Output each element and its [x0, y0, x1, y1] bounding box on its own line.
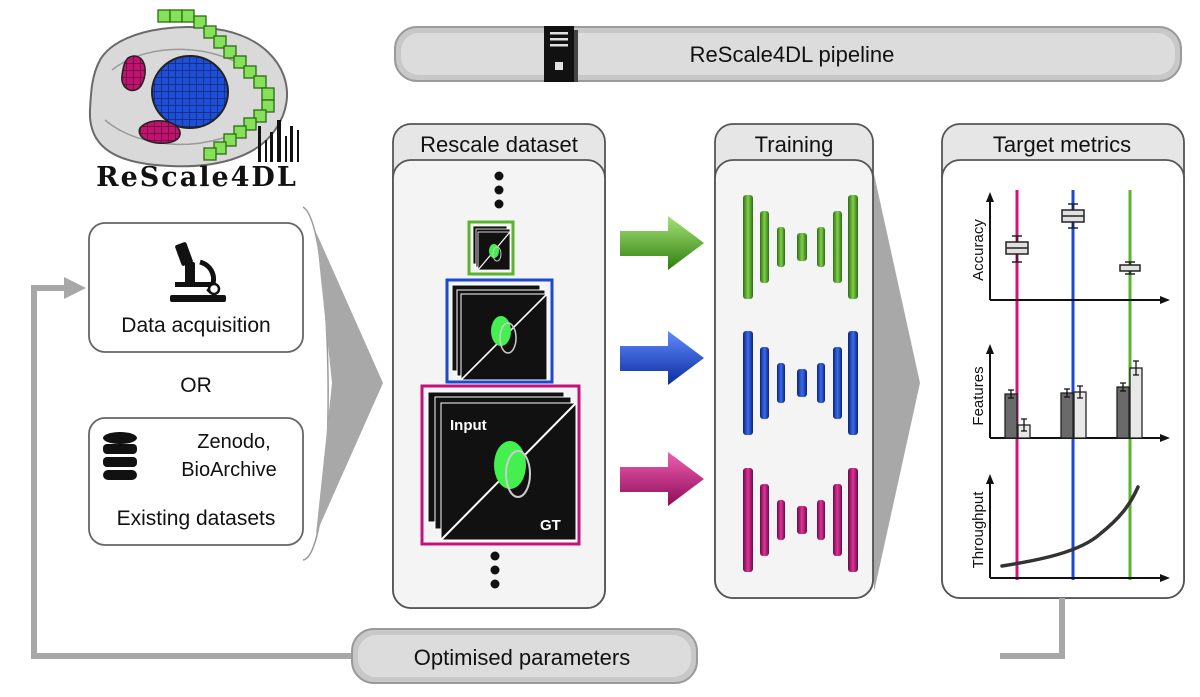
repositories-line1: Zenodo,: [197, 431, 270, 453]
optimised-parameters-label: Optimised parameters: [414, 645, 630, 670]
logo-pixel: [169, 9, 183, 23]
pipeline-banner: ReScale4DL pipeline: [394, 26, 1182, 82]
barcode-icon: [258, 120, 299, 162]
unet-layer: [777, 227, 785, 267]
unet-layer: [760, 211, 769, 283]
data-acquisition-label: Data acquisition: [121, 314, 270, 337]
data-acquisition-box: Data acquisition: [88, 222, 304, 353]
rescale-dataset-panel: Rescale dataset: [392, 123, 606, 609]
logo-pixel: [233, 125, 247, 139]
feature-bar-dark-green: [1116, 386, 1130, 439]
training-title: Training: [755, 132, 834, 157]
medium-scale-image-stack: [445, 278, 554, 384]
throughput-plot: Throughput: [970, 474, 1170, 582]
accuracy-axis-label: Accuracy: [970, 219, 987, 281]
logo-pixel: [157, 9, 171, 23]
unet-layer: [848, 468, 858, 572]
gt-label: GT: [540, 517, 561, 534]
input-bracket: [302, 206, 329, 561]
large-scale-image-stack: Input GT: [420, 384, 581, 546]
unet-layer: [797, 233, 807, 261]
unet-layer: [777, 363, 785, 403]
unet-layer: [777, 500, 785, 540]
feedback-arrowhead: [64, 277, 86, 299]
small-scale-image-stack: [467, 220, 515, 276]
nucleus-icon: [151, 55, 229, 129]
logo-pixel: [193, 15, 207, 29]
unet-layer: [833, 347, 842, 419]
magenta-unet-icon: [743, 468, 858, 572]
training-panel: Training: [714, 123, 874, 599]
rescale4dl-logo: ReScale4DL: [88, 9, 299, 193]
optimised-parameters-banner: Optimised parameters: [351, 628, 698, 684]
accuracy-box-magenta: [1005, 235, 1029, 263]
feature-bar-light-blue: [1073, 391, 1087, 439]
mitochondria-icon: [121, 55, 146, 92]
green-unet-icon: [743, 195, 858, 299]
or-label: OR: [180, 374, 212, 397]
ellipsis-dots-top: [494, 171, 504, 209]
unet-layer: [743, 468, 753, 572]
logo-pixel: [223, 45, 237, 59]
logo-pixel: [203, 147, 217, 161]
unet-layer: [833, 484, 842, 556]
accuracy-box-blue: [1061, 203, 1085, 229]
server-icon: [544, 26, 578, 82]
ellipsis-dots-bottom: [490, 551, 500, 589]
pipeline-title: ReScale4DL pipeline: [690, 42, 895, 67]
unet-layer: [817, 227, 825, 267]
accuracy-box-green: [1119, 261, 1141, 275]
unet-layer: [743, 195, 753, 299]
features-plot: Features: [970, 344, 1170, 442]
logo-pixel: [243, 117, 257, 131]
unet-layer: [833, 211, 842, 283]
unet-layer: [817, 363, 825, 403]
throughput-curve: [1000, 485, 1140, 568]
target-metrics-panel: Target metrics Accuracy: [941, 123, 1185, 599]
unet-layer: [848, 195, 858, 299]
green-arrow: [620, 216, 704, 270]
logo-pixel: [233, 55, 247, 69]
logo-pixel: [243, 65, 257, 79]
unet-layer: [760, 484, 769, 556]
existing-datasets-box: Zenodo, BioArchive Existing datasets: [88, 417, 304, 546]
magenta-arrow: [620, 452, 704, 506]
feature-bar-light-green: [1129, 367, 1143, 439]
feature-bar-dark-blue: [1060, 392, 1074, 439]
unet-layer: [743, 331, 753, 435]
unet-layer: [760, 347, 769, 419]
repositories-line2: BioArchive: [181, 459, 277, 481]
logo-pixel: [253, 75, 267, 89]
blue-unet-icon: [743, 331, 858, 435]
blue-arrow: [620, 331, 704, 385]
accuracy-plot: Accuracy: [970, 192, 1170, 304]
logo-text: ReScale4DL: [96, 162, 298, 193]
unet-layer: [797, 506, 807, 534]
unet-layer: [797, 369, 807, 397]
rescale-dataset-title: Rescale dataset: [420, 132, 578, 157]
logo-pixel: [213, 35, 227, 49]
logo-pixel: [261, 87, 275, 101]
target-metrics-title: Target metrics: [993, 132, 1131, 157]
input-label: Input: [450, 417, 487, 434]
logo-pixel: [253, 109, 267, 123]
logo-pixel: [223, 133, 237, 147]
input-chevron: [316, 232, 383, 534]
pixel-squares-icon: [157, 9, 275, 161]
feedback-loop: [31, 277, 1065, 659]
features-axis-label: Features: [970, 366, 987, 425]
existing-datasets-label: Existing datasets: [117, 507, 276, 530]
throughput-axis-label: Throughput: [970, 491, 987, 569]
unet-layer: [817, 500, 825, 540]
unet-layer: [848, 331, 858, 435]
microscope-icon: [170, 242, 226, 302]
logo-pixel: [203, 25, 217, 39]
feature-bar-dark-magenta: [1004, 393, 1018, 439]
training-chevron: [874, 174, 920, 592]
database-icon: [103, 432, 137, 480]
logo-pixel: [181, 9, 195, 23]
logo-pixel: [261, 99, 275, 113]
